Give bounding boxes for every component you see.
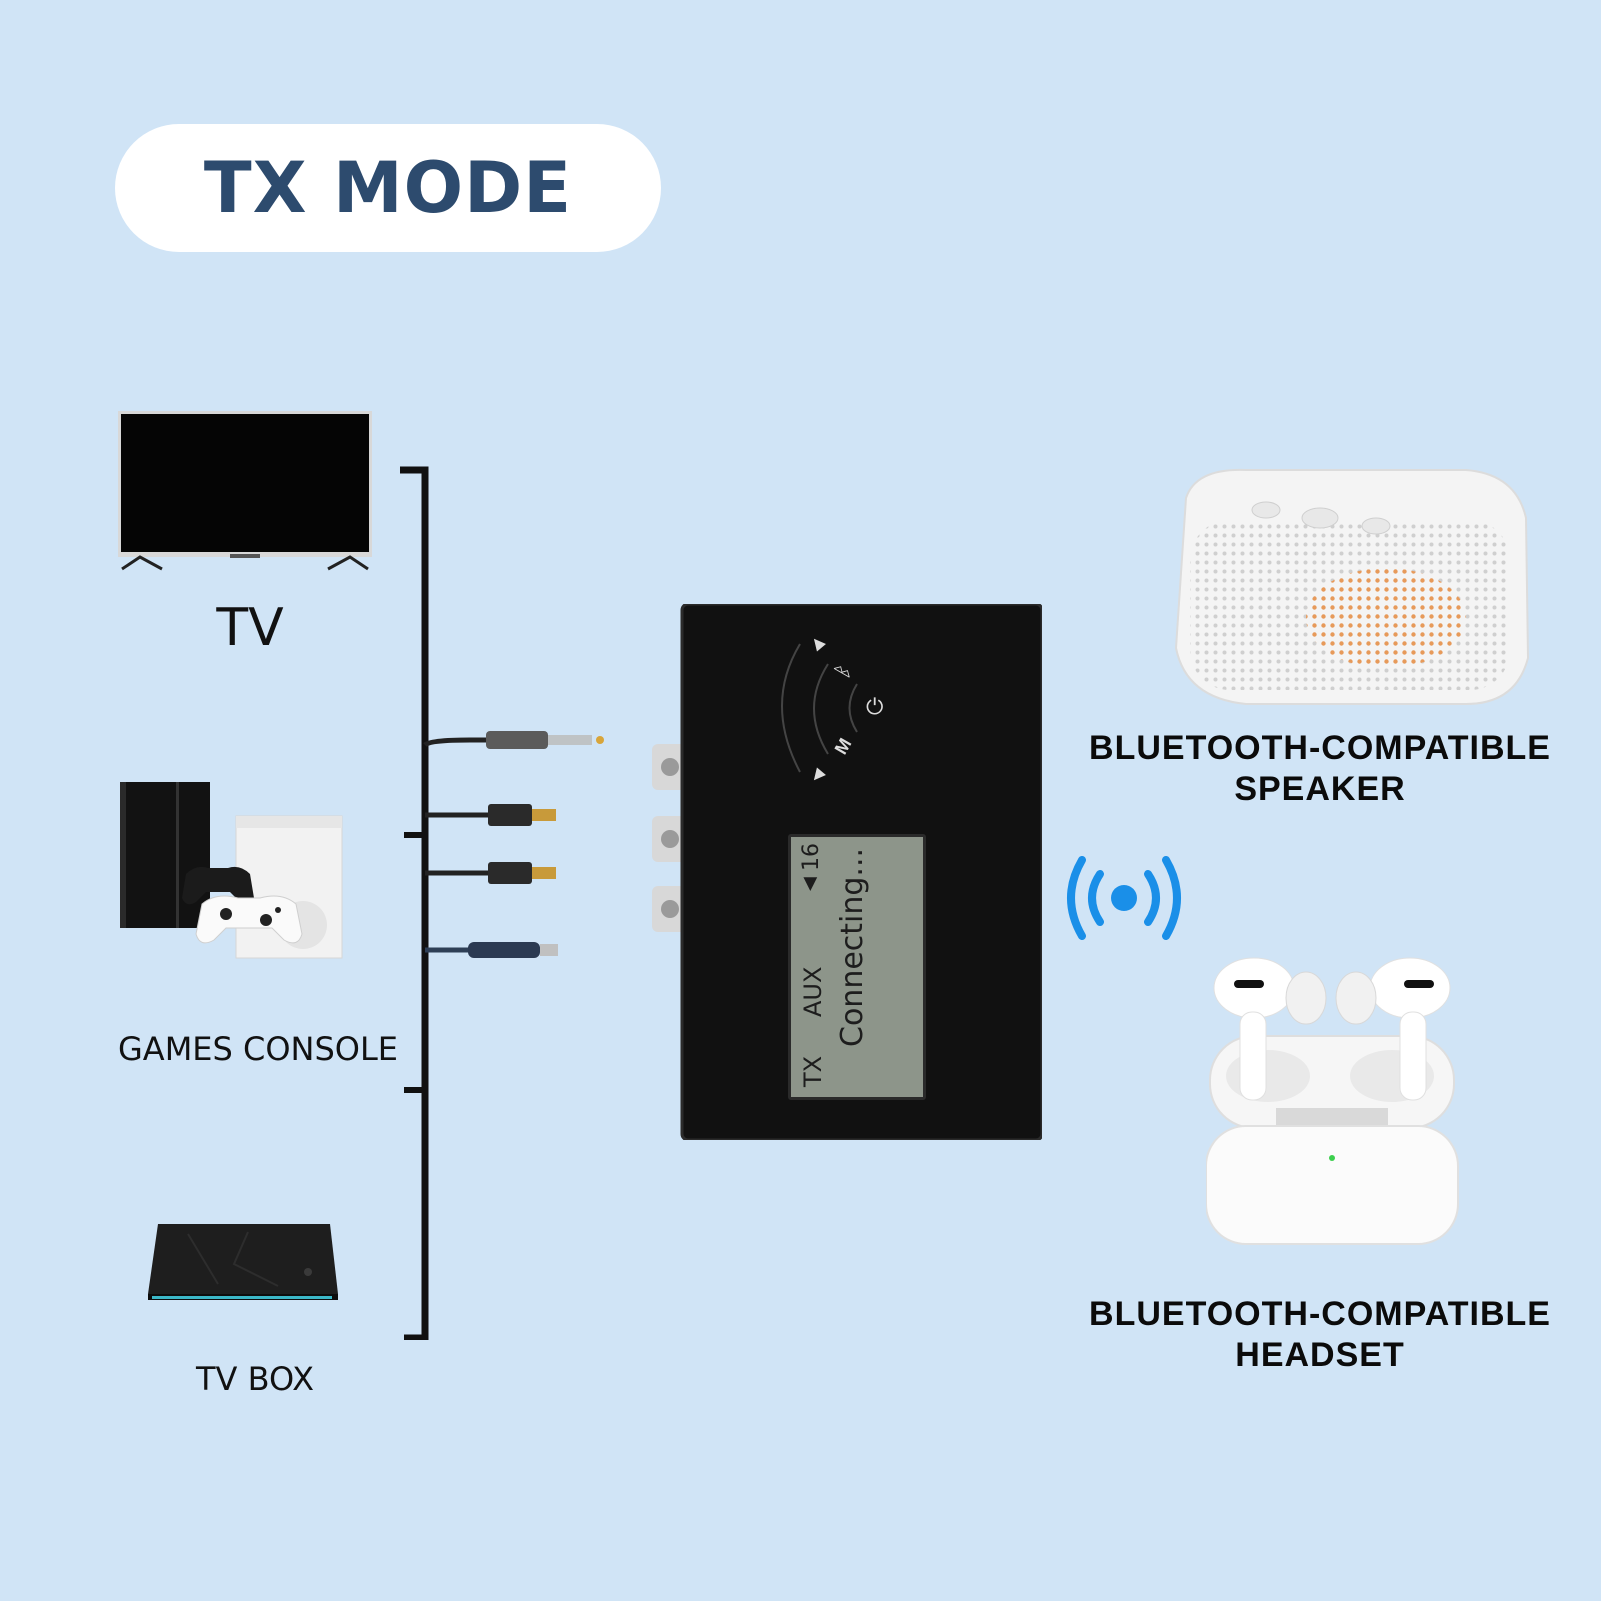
power-icon[interactable]: ⏻ [866,694,884,719]
lcd-input: AUX [799,966,827,1017]
source-cables [400,460,630,1342]
lcd-volume-icon: ◀ [799,877,820,891]
lcd-mode: TX [799,1055,827,1087]
speaker-label-line1: BLUETOOTH-COMPATIBLE [1089,729,1551,767]
tv-box-label: TV BOX [195,1360,315,1398]
games-console-image [118,780,348,960]
headset-label: BLUETOOTH-COMPATIBLE HEADSET [1060,1294,1580,1376]
wireless-signal-icon [1066,856,1182,940]
speaker-label: BLUETOOTH-COMPATIBLE SPEAKER [1060,728,1580,810]
games-console-label: GAMES CONSOLE [118,1030,399,1068]
tv-label: TV [216,598,284,658]
headset-image [1205,956,1460,1246]
speaker-image [1166,468,1532,708]
headset-label-line1: BLUETOOTH-COMPATIBLE [1089,1295,1551,1333]
lcd-display: TX AUX Connecting... ◀ 16 [788,834,926,1100]
tv-image [118,411,372,571]
mode-title: TX MODE [203,147,573,229]
speaker-label-line2: SPEAKER [1234,770,1406,808]
tv-box-image [148,1224,338,1308]
headset-label-line2: HEADSET [1235,1336,1405,1374]
mode-pill: TX MODE [115,124,661,252]
lcd-volume: 16 [799,843,824,871]
lcd-status: Connecting... [835,847,870,1047]
